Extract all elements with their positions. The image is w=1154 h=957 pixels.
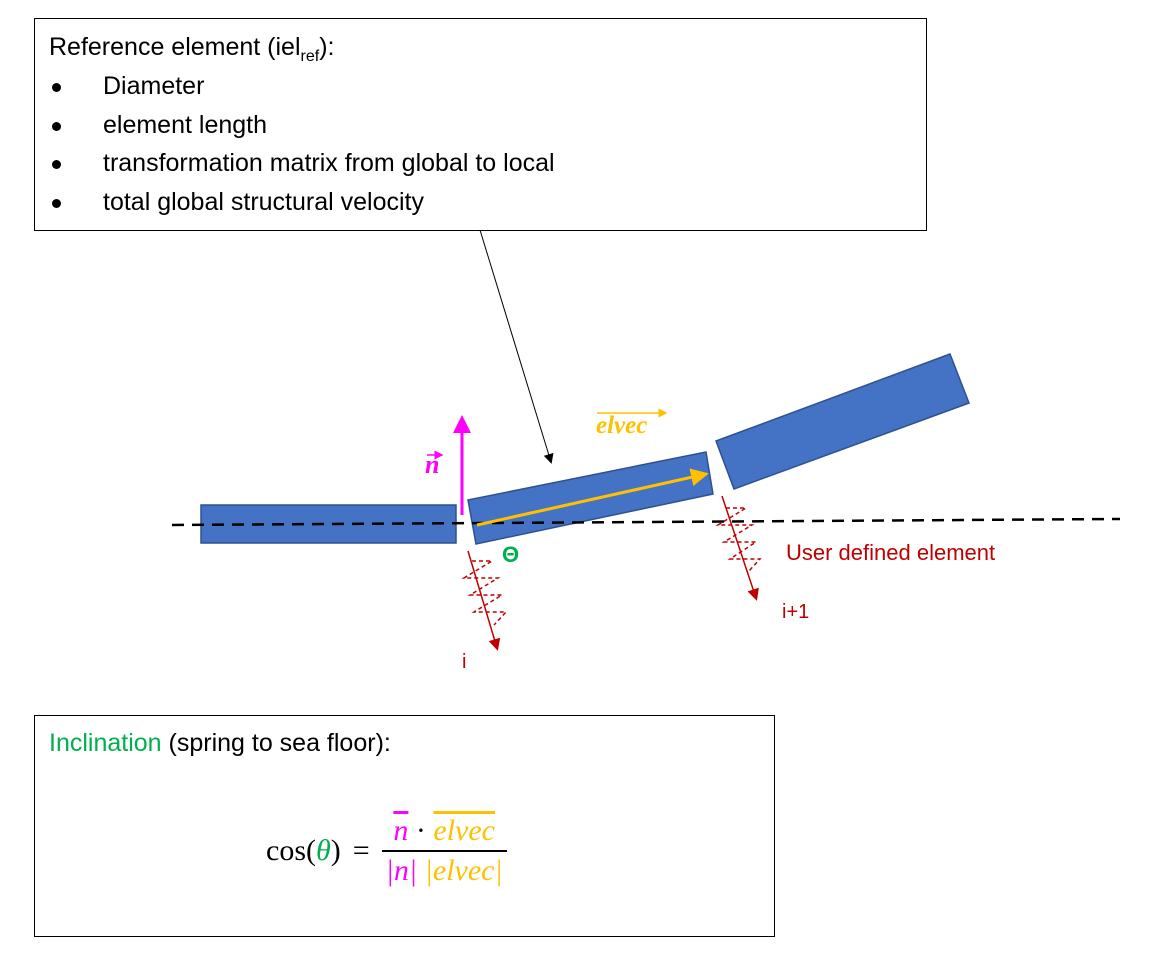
spring-i [461, 550, 508, 651]
formula-theta: θ [315, 834, 331, 867]
theta-label: Θ [502, 542, 520, 567]
title-main: Reference element (iel [49, 33, 301, 61]
elvec-label: elvec [596, 412, 648, 439]
bullet-icon [52, 199, 61, 208]
user-defined-element-label: User defined element [786, 540, 996, 565]
spring-i-plus-1 [715, 495, 762, 601]
bullet-item: total global structural velocity [103, 188, 424, 216]
node-i-label: i [462, 651, 467, 673]
formula-num-elvec: elvec [433, 814, 495, 847]
reference-element-box [34, 18, 927, 231]
element-user-defined [715, 353, 970, 490]
bullet-item: Diameter [103, 72, 205, 100]
pointer-arrow [479, 229, 554, 464]
formula-den-elvec: |elvec| [424, 854, 503, 887]
formula-cos: cos( [266, 834, 316, 867]
inclination-title: Inclination (spring to sea floor): [49, 729, 391, 758]
cosine-formula: cos(θ) = n · elvec |n| |elvec| [266, 806, 507, 896]
formula-den-n: |n| [385, 854, 418, 887]
formula-fraction: n · elvec |n| |elvec| [381, 814, 507, 888]
formula-num-n: n [393, 814, 409, 847]
elvec-arrow [476, 468, 709, 527]
formula-equals: = [352, 834, 370, 867]
sea-floor-dashed-line [171, 517, 1121, 527]
element-reference [467, 451, 714, 545]
formula-numerator: n · elvec [389, 814, 499, 850]
bullet-icon [52, 83, 61, 92]
bullet-icon [52, 122, 61, 131]
title-subscript: ref [300, 48, 320, 65]
inclination-rest: (spring to sea floor): [161, 729, 391, 757]
inclination-word: Inclination [49, 729, 162, 757]
formula-denominator: |n| |elvec| [381, 850, 507, 888]
reference-box-title: Reference element (ielref): [49, 33, 334, 66]
bullet-item: element length [103, 111, 268, 139]
formula-dot: · [415, 814, 426, 847]
formula-close: ) [330, 834, 341, 867]
bullet-item: transformation matrix from global to loc… [103, 149, 555, 177]
bullet-icon [52, 160, 61, 169]
inclination-box [34, 715, 775, 937]
node-i-plus-1-label: i+1 [782, 601, 810, 623]
title-end: ): [319, 33, 335, 61]
n-vector-label: n [425, 450, 440, 479]
